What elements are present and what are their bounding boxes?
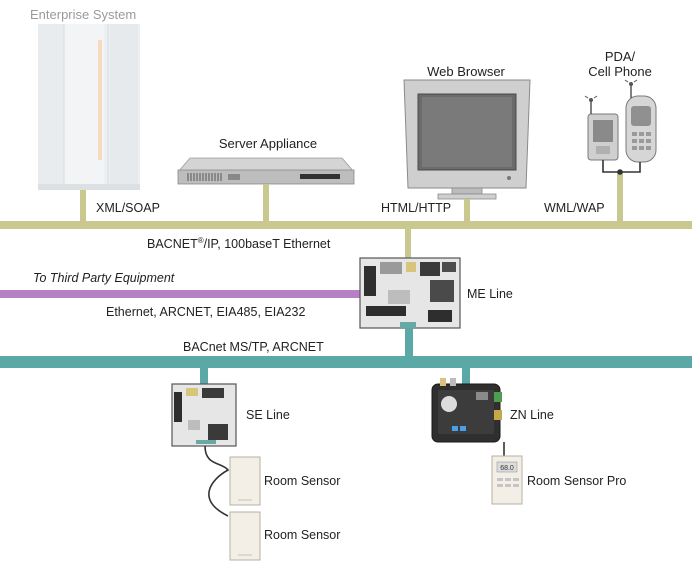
bacnet-ip-reg: ® xyxy=(197,236,204,245)
se-sensor-wire xyxy=(204,445,230,517)
server-appliance-device xyxy=(177,157,355,185)
room-sensor-2-label: Room Sensor xyxy=(264,528,341,542)
cell-phone-device xyxy=(624,79,657,163)
pda-phone-junction xyxy=(602,160,641,175)
zn-mstp-drop xyxy=(462,368,470,388)
html-http-label: HTML/HTTP xyxy=(381,201,452,215)
se-line-label: SE Line xyxy=(246,408,290,422)
enterprise-system-server-rack xyxy=(38,24,140,190)
se-mstp-drop xyxy=(200,368,208,388)
zn-line-controller xyxy=(431,378,502,443)
bacnet-ip-prefix: BACNET xyxy=(147,237,198,252)
bacnet-mstp-bus xyxy=(0,356,692,368)
room-sensor-pro-display: 68.0 xyxy=(500,465,514,472)
room-sensor-2-device xyxy=(229,511,261,561)
me-line-controller xyxy=(359,257,461,329)
pda-label-line1: PDA/ xyxy=(604,49,636,64)
bacnet-ip-label: BACNET®/IP, 100baseT Ethernet xyxy=(147,237,330,251)
se-line-controller xyxy=(171,383,237,447)
bacnet-ip-bus xyxy=(0,221,692,229)
me-mstp-drop xyxy=(405,328,413,358)
room-sensor-pro-device: 68.0 xyxy=(491,455,523,505)
zn-line-label: ZN Line xyxy=(510,408,554,422)
room-sensor-pro-label: Room Sensor Pro xyxy=(527,474,627,488)
third-party-label: To Third Party Equipment xyxy=(33,271,175,285)
me-line-label: ME Line xyxy=(467,287,513,301)
wml-wap-label: WML/WAP xyxy=(544,201,605,215)
ip-drop-lines xyxy=(80,172,623,260)
third-party-bus xyxy=(0,290,362,298)
server-appliance-label: Server Appliance xyxy=(218,136,318,151)
bacnet-ip-suffix: /IP, 100baseT Ethernet xyxy=(203,237,331,252)
web-browser-monitor xyxy=(403,79,531,200)
room-sensor-1-label: Room Sensor xyxy=(264,474,341,488)
pda-device xyxy=(584,95,619,161)
bacnet-mstp-label: BACnet MS/TP, ARCNET xyxy=(183,340,324,354)
web-browser-label: Web Browser xyxy=(427,64,505,79)
room-sensor-1-device xyxy=(229,456,261,506)
enterprise-system-label: Enterprise System xyxy=(30,7,137,22)
cell-phone-label-line2: Cell Phone xyxy=(588,64,652,79)
ethernet-arcnet-label: Ethernet, ARCNET, EIA485, EIA232 xyxy=(106,305,306,319)
xml-soap-label: XML/SOAP xyxy=(96,201,160,215)
